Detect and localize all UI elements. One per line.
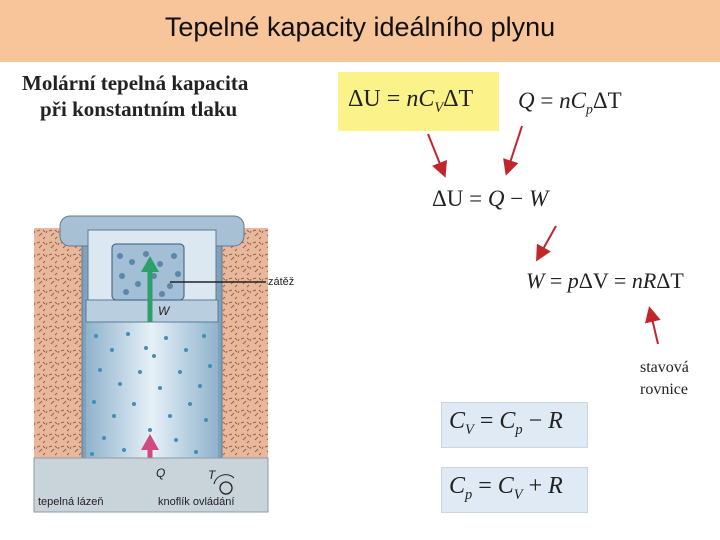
load-texture [117, 251, 181, 297]
insulation-left [34, 228, 82, 458]
control-knob-label: knoflík ovládání [158, 496, 235, 508]
internal-energy-equation: ΔU = nCVΔT [348, 86, 474, 116]
cp-formula-box [441, 467, 588, 513]
first-law-equation: ΔU = Q − W [432, 186, 549, 211]
heat-bath [33, 457, 269, 513]
subtitle-line-2: při konstantním tlaku [40, 97, 238, 121]
load-label: zátěž [268, 276, 295, 288]
work-label: W [158, 304, 170, 318]
heat-bath-label: tepelná lázeň [38, 496, 104, 508]
cv-formula-box [441, 402, 588, 448]
subtitle-line-1: Molární tepelná kapacita [22, 71, 249, 95]
temperature-label: T [208, 468, 216, 482]
work-equation: W = pΔV = nRΔT [526, 268, 684, 293]
control-knob [219, 481, 233, 495]
heat-label: Q [156, 466, 166, 480]
knob-arc [213, 474, 235, 485]
insulation-right [222, 228, 268, 458]
slide-subtitle: Molární tepelná kapacita při konstantním… [22, 70, 248, 122]
heat-equation: Q = nCpΔT [518, 88, 622, 117]
title-bar: Tepelné kapacity ideálního plynu [0, 0, 720, 62]
slide-title: Tepelné kapacity ideálního plynu [164, 11, 556, 42]
work-arrowhead [141, 256, 159, 272]
heat-arrowhead [141, 434, 159, 450]
highlight-box [338, 72, 499, 131]
gas-molecules [90, 332, 212, 456]
cv-formula: CV = Cp − R [449, 408, 563, 438]
cp-formula: Cp = CV + R [449, 473, 563, 503]
